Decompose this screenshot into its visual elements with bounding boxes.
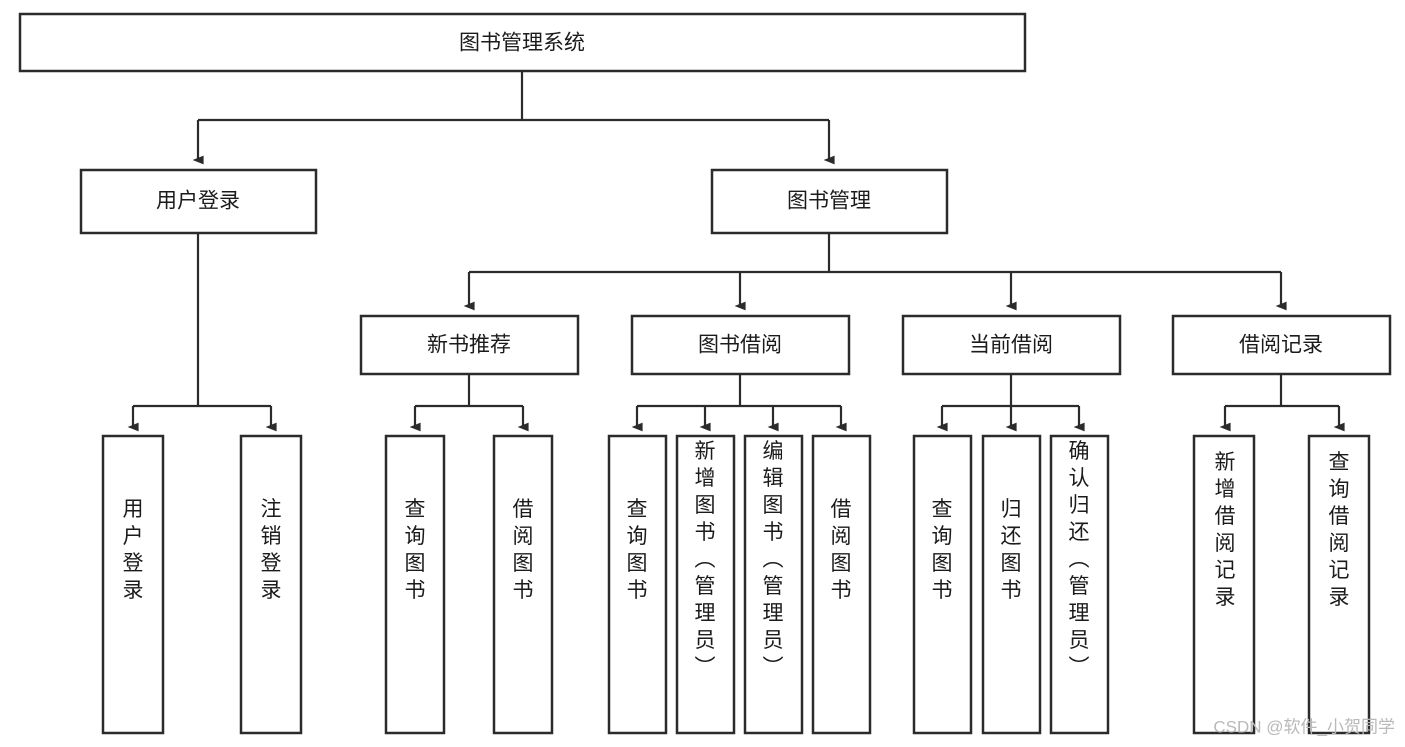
leaf-new-book-1[interactable]: 查询图书 [384,434,446,735]
node-book-manage-label: 图书管理 [787,190,871,213]
node-root-box[interactable] [18,12,1027,73]
node-book-manage-box[interactable] [710,168,949,235]
leaf-new-book-1-label: 查询图书 [405,498,426,602]
csdn-watermark: CSDN @软件_小贺同学 [1213,717,1395,736]
leaf-book-borrow-1-label: 查询图书 [627,498,648,602]
leaf-current-borrow-2-label: 归还图书 [1001,498,1022,602]
leaf-current-borrow-2[interactable]: 归还图书 [981,434,1042,735]
leaf-current-borrow-1[interactable]: 查询图书 [912,434,973,735]
node-user-login-box[interactable] [79,168,318,235]
leaf-user-login-1-label: 用户登录 [123,498,144,602]
connectors [127,71,1345,432]
leaf-book-borrow-1-box[interactable] [607,434,668,735]
leaf-user-login-2-box[interactable] [239,434,303,735]
node-book-borrow-label: 图书借阅 [698,334,782,357]
node-new-book-recommend-label: 新书推荐 [427,334,511,357]
leaf-book-borrow-4[interactable]: 借阅图书 [811,434,872,735]
leaf-borrow-record-1-box[interactable] [1192,434,1256,735]
node-book-borrow[interactable]: 图书借阅 [630,314,851,376]
leaf-book-borrow-4-label: 借阅图书 [831,498,852,602]
leaf-book-borrow-1[interactable]: 查询图书 [607,434,668,735]
leaf-book-borrow-3-box[interactable] [743,434,804,735]
leaf-book-borrow-3[interactable]: 编辑图书︵管理员︶ [743,434,804,735]
leaf-new-book-2-label: 借阅图书 [513,498,534,602]
leaf-book-borrow-4-box[interactable] [811,434,872,735]
leaf-user-login-1[interactable]: 用户登录 [101,434,165,735]
leaf-current-borrow-2-box[interactable] [981,434,1042,735]
node-user-login[interactable]: 用户登录 [79,168,318,235]
node-borrow-record-box[interactable] [1171,314,1392,376]
leaf-borrow-record-2-label: 查询借阅记录 [1329,451,1350,609]
node-root-label: 图书管理系统 [459,32,585,55]
leaf-new-book-2[interactable]: 借阅图书 [492,434,554,735]
leaf-book-borrow-2-label: 新增图书︵管理员︶ [695,440,716,679]
node-book-manage[interactable]: 图书管理 [710,168,949,235]
node-root[interactable]: 图书管理系统 [18,12,1027,73]
node-new-book-recommend-box[interactable] [359,314,580,376]
leaf-book-borrow-2-box[interactable] [675,434,736,735]
leaf-user-login-2-label: 注销登录 [261,498,282,602]
leaf-current-borrow-1-box[interactable] [912,434,973,735]
node-user-login-label: 用户登录 [156,190,240,213]
leaf-current-borrow-1-label: 查询图书 [932,498,953,602]
leaf-borrow-record-1-label: 新增借阅记录 [1215,451,1236,609]
leaf-borrow-record-1[interactable]: 新增借阅记录 [1192,434,1256,735]
leaf-user-login-2[interactable]: 注销登录 [239,434,303,735]
node-book-borrow-box[interactable] [630,314,851,376]
leaf-current-borrow-3-box[interactable] [1049,434,1110,735]
leaf-new-book-2-box[interactable] [492,434,554,735]
leaf-book-borrow-3-label: 编辑图书︵管理员︶ [763,440,784,679]
node-current-borrow[interactable]: 当前借阅 [901,314,1122,376]
node-new-book-recommend[interactable]: 新书推荐 [359,314,580,376]
leaf-borrow-record-2-box[interactable] [1307,434,1371,735]
leaf-borrow-record-2[interactable]: 查询借阅记录 [1307,434,1371,735]
node-borrow-record-label: 借阅记录 [1239,334,1323,357]
leaf-new-book-1-box[interactable] [384,434,446,735]
node-current-borrow-box[interactable] [901,314,1122,376]
leaf-current-borrow-3[interactable]: 确认归还︵管理员︶ [1049,434,1110,735]
node-current-borrow-label: 当前借阅 [969,334,1053,357]
leaf-book-borrow-2[interactable]: 新增图书︵管理员︶ [675,434,736,735]
node-borrow-record[interactable]: 借阅记录 [1171,314,1392,376]
leaf-current-borrow-3-label: 确认归还︵管理员︶ [1069,440,1090,679]
leaf-user-login-1-box[interactable] [101,434,165,735]
